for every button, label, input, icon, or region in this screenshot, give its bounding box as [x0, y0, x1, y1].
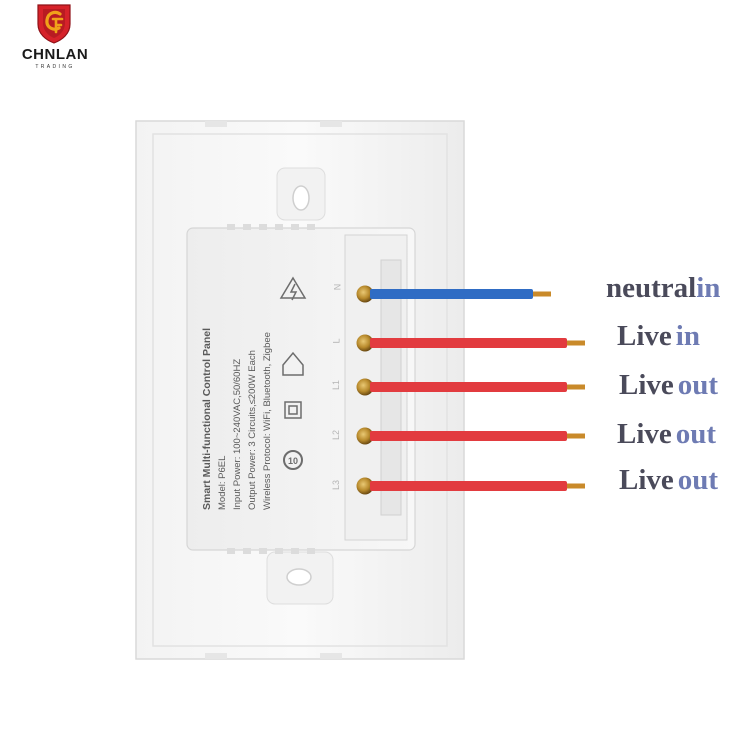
wire-label-live-out-1: Live out — [619, 371, 718, 400]
wire-label-live-in: Live in — [617, 322, 700, 351]
wire-copper-tip-1 — [533, 291, 551, 297]
wire-3 — [370, 382, 567, 392]
indoor-use-icon — [282, 351, 304, 376]
device-output-power: Output Power: 3 Circuits,≤200W Each — [247, 350, 258, 510]
wires — [370, 289, 585, 491]
double-insulation-icon — [284, 401, 302, 419]
shield-cf-icon — [37, 4, 71, 44]
device-input-power: Input Power: 100~240VAC,50/60HZ — [232, 358, 243, 510]
wire-direction: out — [675, 418, 717, 450]
terminal-label-l1: L1 — [331, 379, 342, 391]
wire-name: Live — [617, 320, 672, 352]
wire-direction: in — [675, 320, 700, 352]
device-wireless-protocol: Wireless Protocol: WiFi, Bluetooth, Zigb… — [262, 332, 273, 510]
svg-text:10: 10 — [288, 456, 298, 466]
wire-5 — [370, 481, 567, 491]
device-title: Smart Multi-functional Control Panel — [201, 327, 213, 510]
wire-2 — [370, 338, 567, 348]
device-model: Model: P6EL — [217, 455, 228, 510]
wire-label-live-out-3: Live out — [619, 466, 718, 495]
wire-label-neutral-in: neutralin — [606, 274, 720, 303]
wire-name: Live — [619, 369, 674, 401]
brand-name: CHNLAN — [21, 46, 89, 63]
terminal-label-l3: L3 — [331, 479, 342, 491]
wire-direction: in — [696, 272, 721, 304]
ten-year-icon: 10 — [283, 450, 303, 470]
wire-direction: out — [677, 464, 719, 496]
terminal-screws — [356, 285, 374, 495]
brand-logo: CHNLAN TRADING — [14, 2, 104, 76]
brand-tagline: TRADING — [35, 64, 75, 70]
wire-label-live-out-2: Live out — [617, 420, 716, 449]
wire-name: Live — [619, 464, 674, 496]
wire-copper-tip-4 — [567, 433, 585, 439]
wire-copper-tip-3 — [567, 384, 585, 390]
wire-name: neutral — [606, 272, 697, 304]
terminal-label-n: N — [332, 283, 343, 291]
device-label: Smart Multi-functional Control Panel Mod… — [200, 210, 310, 510]
terminal-label-l2: L2 — [331, 429, 342, 441]
wire-direction: out — [677, 369, 719, 401]
wire-copper-tip-2 — [567, 340, 585, 346]
wire-name: Live — [617, 418, 672, 450]
terminal-label-l: L — [331, 338, 342, 344]
wire-1 — [370, 289, 533, 299]
warning-icon — [279, 276, 307, 301]
wire-4 — [370, 431, 567, 441]
wire-copper-tip-5 — [567, 483, 585, 489]
